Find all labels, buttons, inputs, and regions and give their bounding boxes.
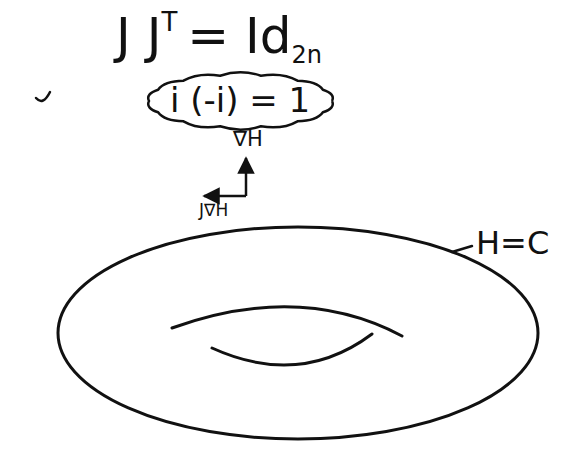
cloud-text: i (-i) = 1 (170, 82, 311, 119)
gradient-arrow (245, 158, 248, 196)
symplectic-gradient-arrow (204, 195, 246, 198)
leader-line (452, 246, 472, 252)
level-set-label: H=C (476, 226, 549, 261)
symplectic-gradient-label: J∇H (199, 201, 228, 220)
gradient-label: ∇H (233, 128, 263, 151)
check-mark (36, 92, 50, 101)
thought-cloud: i (-i) = 1 (144, 70, 337, 132)
torus-outline (58, 227, 538, 439)
torus-hole-lower (212, 334, 372, 365)
dimension-subscript: 2n (292, 41, 322, 69)
torus-hole-upper (172, 307, 402, 336)
formula-line: J JT = Id2n (116, 6, 322, 70)
transpose-superscript: T (161, 7, 177, 37)
matrix-product: J J (116, 7, 161, 65)
identity-symbol: = Id (187, 7, 291, 65)
cloud-shape (148, 72, 333, 129)
